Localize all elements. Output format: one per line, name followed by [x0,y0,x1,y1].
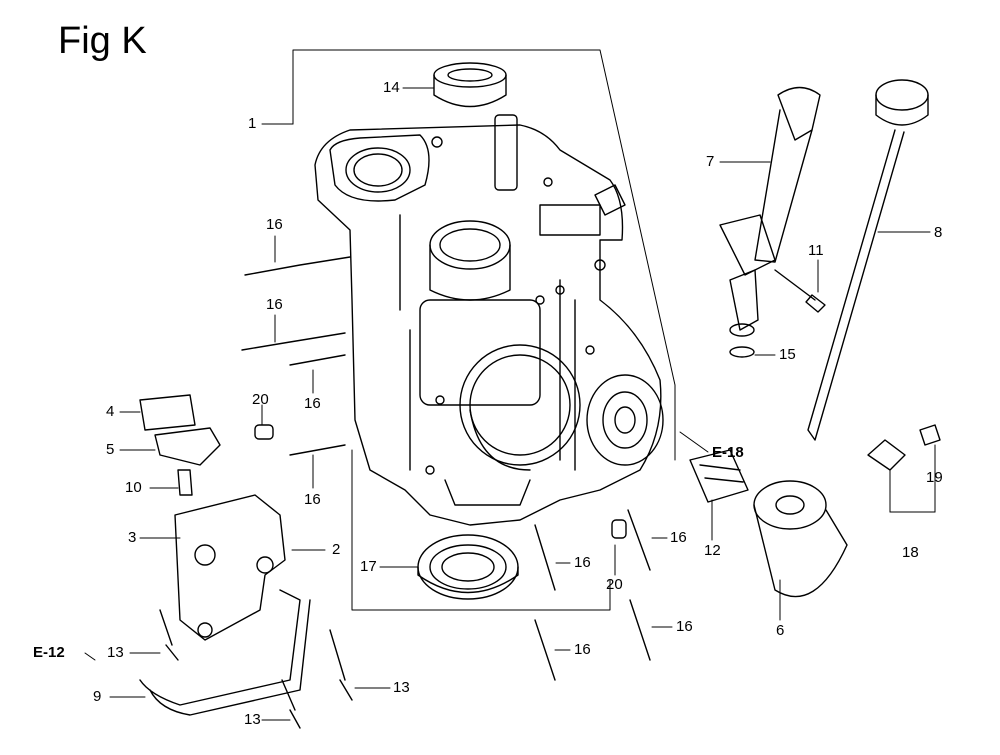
stud-16-a [244,256,351,276]
callout-16-d: 16 [304,491,321,508]
callout-19: 19 [926,469,943,486]
callout-16-f: 16 [670,529,687,546]
stud-16-c [289,354,346,366]
callout-20-a: 20 [252,391,269,408]
stud-16-d [289,444,346,456]
dipstick [807,79,929,441]
assembly-bracket [292,49,676,461]
callout-16-g: 16 [574,641,591,658]
bolt-13-b [329,629,353,701]
dowel-20-a [254,424,274,440]
callout-16-a: 16 [266,216,283,233]
callout-9: 9 [93,688,102,705]
callout-8: 8 [934,224,943,241]
leader-lines [84,87,936,721]
reference-e18: E-18 [712,444,744,461]
callout-16-c: 16 [304,395,321,412]
figure-title: Fig K [58,20,147,62]
gasket-4 [139,394,196,431]
o-ring [729,346,755,358]
bearing [417,534,519,600]
callout-16-h: 16 [676,618,693,635]
breather-cover [174,494,286,641]
callout-6: 6 [776,622,785,639]
callout-12: 12 [704,542,721,559]
callout-13-c: 13 [244,711,261,728]
callout-14: 14 [383,79,400,96]
callout-1: 1 [248,115,257,132]
callout-4: 4 [106,403,115,420]
stud-16-b [241,332,346,351]
oil-filter [753,480,848,598]
callout-3: 3 [128,529,137,546]
crankcase [314,114,664,526]
breather-tube [139,589,311,716]
callout-11: 11 [808,242,824,259]
callout-10: 10 [125,479,142,496]
stud-16-g [534,619,556,681]
callout-13-b: 13 [393,679,410,696]
callout-5: 5 [106,441,115,458]
callout-2: 2 [332,541,341,558]
stud-16-e [534,524,556,591]
callout-18: 18 [902,544,919,561]
bolt-11 [774,269,826,313]
callout-17: 17 [360,558,377,575]
callout-13-a: 13 [107,644,124,661]
callout-15: 15 [779,346,796,363]
reed-plate-5 [154,427,221,466]
filter-nipple [689,449,749,503]
oil-pressure-switch [867,424,941,471]
reference-e12: E-12 [33,644,65,661]
stud-16-h [629,599,651,661]
callout-16-e: 16 [574,554,591,571]
callout-16-b: 16 [266,296,283,313]
assembly-bracket-lower [351,449,611,611]
bolt-10 [177,469,193,496]
dowel-20-b [611,519,627,539]
oil-seal [433,62,507,108]
bolt-13-a [159,609,179,661]
oil-filler-tube [719,86,821,337]
stud-16-f [627,509,651,571]
callout-20-b: 20 [606,576,623,593]
bolt-13-c [281,679,301,729]
callout-7: 7 [706,153,715,170]
